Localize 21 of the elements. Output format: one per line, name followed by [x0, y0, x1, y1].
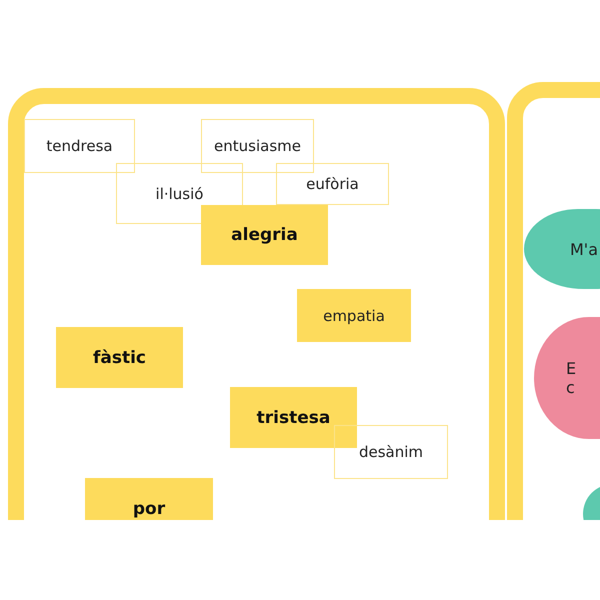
emotion-tag — [24, 119, 135, 173]
emotion-word: eufòria — [306, 175, 359, 193]
emotion-card — [201, 205, 328, 265]
emotion-word: entusiasme — [214, 137, 301, 155]
emotion-word: por — [132, 499, 166, 519]
emotion-card — [297, 289, 411, 342]
emotion-word: fàstic — [92, 348, 146, 368]
emotion-tag — [276, 163, 389, 205]
emotion-word: tendresa — [46, 137, 113, 155]
emotion-word: alegria — [231, 225, 298, 245]
emotion-card — [56, 327, 183, 388]
emotion-word: empatia — [323, 306, 385, 324]
panel-frame — [8, 88, 505, 520]
emotion-word: desànim — [358, 443, 424, 461]
emotion-word: tristesa — [256, 408, 330, 428]
emotion-tag — [201, 119, 314, 173]
emotion-word: M'a — [570, 240, 598, 258]
emotion-card — [230, 387, 357, 448]
emotion-word: E c — [566, 359, 578, 397]
emotion-tag — [334, 425, 448, 479]
emotion-word: il·lusió — [156, 184, 204, 202]
